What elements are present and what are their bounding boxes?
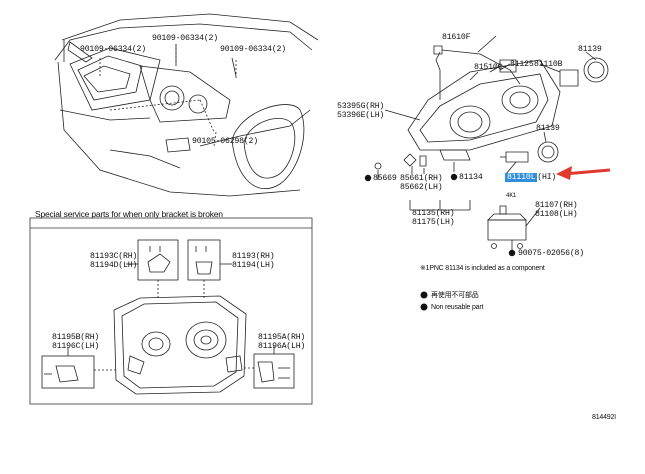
label-85661: 85661(RH): [400, 174, 443, 183]
label-81108: 81108(LH): [535, 210, 578, 219]
headlamp-rear-illustration: [113, 295, 247, 395]
label-81194d: 81194D(LH): [90, 261, 138, 270]
label-81194: 81194(LH): [232, 261, 275, 270]
label-81110b: 81110B: [534, 60, 563, 69]
label-90075-02056: 90075-02056(8): [518, 249, 584, 258]
label-81195a: 81195A(RH): [258, 333, 306, 342]
label-85662: 85662(LH): [400, 183, 443, 192]
label-81193c: 81193C(RH): [90, 252, 138, 261]
headlamp-assembly-illustration: [403, 45, 609, 167]
note-not-reusable-en: Non reusable part: [431, 304, 484, 311]
lower-bracket-illustrations: [41, 346, 295, 389]
label-81134: 81134: [459, 173, 483, 182]
label-81193: 81193(RH): [232, 252, 275, 261]
label-81139-top: 81139: [578, 45, 602, 54]
diagram-id: 814492I: [592, 414, 616, 421]
vehicle-front-illustration: [54, 13, 319, 197]
note-component: ※1PNC 81134 is included as a component: [420, 265, 545, 272]
label-81110l-suffix: (HI): [537, 173, 557, 182]
red-arrow-indicator: [556, 166, 611, 180]
bracket-illustrations: [126, 239, 232, 300]
label-90109-06334-right: 90109-06334(2): [220, 45, 286, 54]
label-90109-06334-center: 90109-06334(2): [152, 34, 218, 43]
label-81139-mid: 81139: [536, 124, 560, 133]
label-81110l-highlight: 81110L: [505, 173, 538, 182]
label-81196a: 81196A(LH): [258, 342, 306, 351]
label-4k1: 4K1: [506, 192, 517, 199]
label-81510c: 81510C: [474, 63, 503, 72]
label-81107: 81107(RH): [535, 201, 578, 210]
label-90105-06298: 90105-06298(2): [192, 137, 258, 146]
label-85669: 85669: [373, 174, 397, 183]
note-not-reusable-cn: 再使用不可部品: [431, 292, 479, 299]
label-81610f: 81610F: [442, 33, 471, 42]
label-53395g: 53395G(RH): [337, 102, 385, 111]
label-81135: 81135(RH): [412, 209, 455, 218]
label-81195b: 81195B(RH): [52, 333, 100, 342]
label-81196c: 81196C(LH): [52, 342, 100, 351]
label-53396e: 53396E(LH): [337, 111, 385, 120]
label-81110l: 81110L(HI): [505, 173, 556, 182]
label-81125: 81125: [510, 60, 534, 69]
label-90109-06334-left: 90109-06334(2): [80, 45, 146, 54]
label-81175: 81175(LH): [412, 218, 455, 227]
ballast-illustration: [487, 205, 541, 250]
special-service-heading: Special service parts for when only brac…: [35, 209, 223, 219]
